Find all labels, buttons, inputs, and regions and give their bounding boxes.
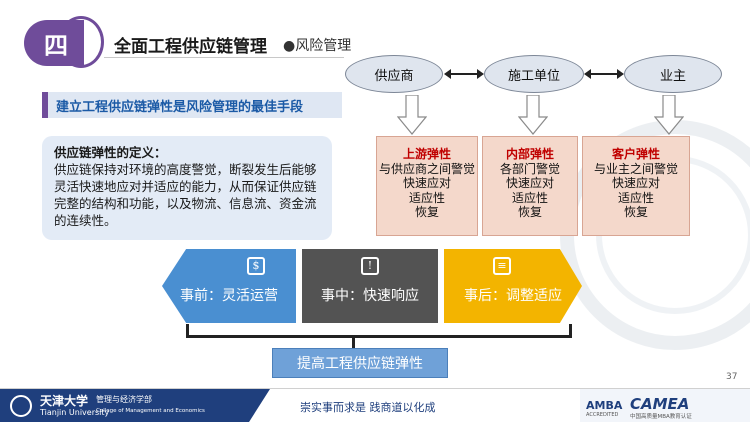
alert-car-icon: ! — [361, 257, 379, 275]
page-title: 全面工程供应链管理 — [114, 37, 267, 57]
resilience-box-upstream: 上游弹性 与供应商之间警觉 快速应对 适应性 恢复 — [376, 136, 478, 236]
footer: 天津大学 Tianjin University 管理与经济学部 College … — [0, 388, 750, 422]
school-name-en: College of Management and Economics — [96, 408, 205, 414]
resilience-line: 快速应对 — [402, 176, 451, 190]
resilience-line: 各部门警觉 — [499, 161, 560, 176]
university-name-en: Tianjin University — [40, 408, 110, 417]
resilience-line: 恢复 — [623, 205, 648, 219]
key-statement: 建立工程供应链弹性是风险管理的最佳手段 — [42, 92, 342, 118]
stakeholder-owner: 业主 — [624, 55, 722, 93]
double-arrow-icon — [584, 69, 624, 79]
down-arrow-icon — [654, 95, 684, 135]
resilience-box-internal: 内部弹性 各部门警觉 快速应对 适应性 恢复 — [482, 136, 578, 236]
resilience-title: 内部弹性 — [505, 147, 554, 161]
university-name-cn: 天津大学 — [40, 394, 89, 408]
page-subtitle: ●风险管理 — [283, 38, 352, 54]
step-label: 事后：调整适应 — [464, 288, 562, 304]
resilience-box-customer: 客户弹性 与业主之间警觉 快速应对 适应性 恢复 — [582, 136, 690, 236]
school-name-cn: 管理与经济学部 — [96, 395, 152, 404]
section-badge: 四 — [24, 20, 84, 66]
footer-motto: 崇实事而求是 践商道以化成 — [300, 401, 436, 414]
resilience-line: 适应性 — [408, 190, 445, 205]
amba-accredited: ACCREDITED — [586, 412, 619, 418]
goal-box: 提高工程供应链弹性 — [272, 348, 448, 378]
title-divider — [104, 57, 344, 58]
definition-title: 供应链弹性的定义： — [54, 145, 167, 160]
resilience-line: 与业主之间警觉 — [593, 161, 678, 176]
step-label: 事前：灵活运营 — [180, 288, 278, 304]
footer-university-band — [0, 389, 270, 422]
wallet-icon: $ — [247, 257, 265, 275]
double-arrow-icon — [444, 69, 484, 79]
page-number: 37 — [726, 372, 738, 382]
resilience-line: 适应性 — [511, 190, 548, 205]
resilience-line: 与供应商之间警觉 — [378, 161, 475, 176]
resilience-line: 快速应对 — [611, 176, 660, 190]
definition-body: 供应链保持对环境的高度警觉，断裂发生后能够灵活快速地应对并适应的能力，从而保证供… — [54, 162, 317, 228]
stakeholder-contractor: 施工单位 — [484, 55, 584, 93]
summary-bracket-stem — [352, 336, 355, 348]
resilience-line: 适应性 — [617, 190, 654, 205]
step-label: 事中：快速响应 — [321, 288, 419, 304]
down-arrow-icon — [397, 95, 427, 135]
summary-bracket — [186, 324, 572, 338]
step-after: ≡ 事后：调整适应 — [444, 249, 582, 323]
university-emblem-icon — [10, 395, 32, 417]
step-before: $ 事前：灵活运营 — [162, 249, 296, 323]
accreditation-area — [580, 389, 750, 422]
camea-logo: CAMEA — [630, 395, 690, 413]
camea-subtitle: 中国高质量MBA教育认证 — [630, 414, 692, 420]
document-icon: ≡ — [493, 257, 511, 275]
stakeholder-supplier: 供应商 — [345, 55, 443, 93]
amba-logo: AMBA — [586, 399, 623, 412]
definition-box: 供应链弹性的定义： 供应链保持对环境的高度警觉，断裂发生后能够灵活快速地应对并适… — [42, 136, 332, 240]
resilience-line: 快速应对 — [505, 176, 554, 190]
down-arrow-icon — [518, 95, 548, 135]
resilience-line: 恢复 — [517, 205, 542, 219]
step-during: ! 事中：快速响应 — [302, 249, 438, 323]
resilience-line: 恢复 — [414, 205, 439, 219]
resilience-title: 上游弹性 — [402, 147, 451, 161]
resilience-title: 客户弹性 — [611, 147, 660, 161]
